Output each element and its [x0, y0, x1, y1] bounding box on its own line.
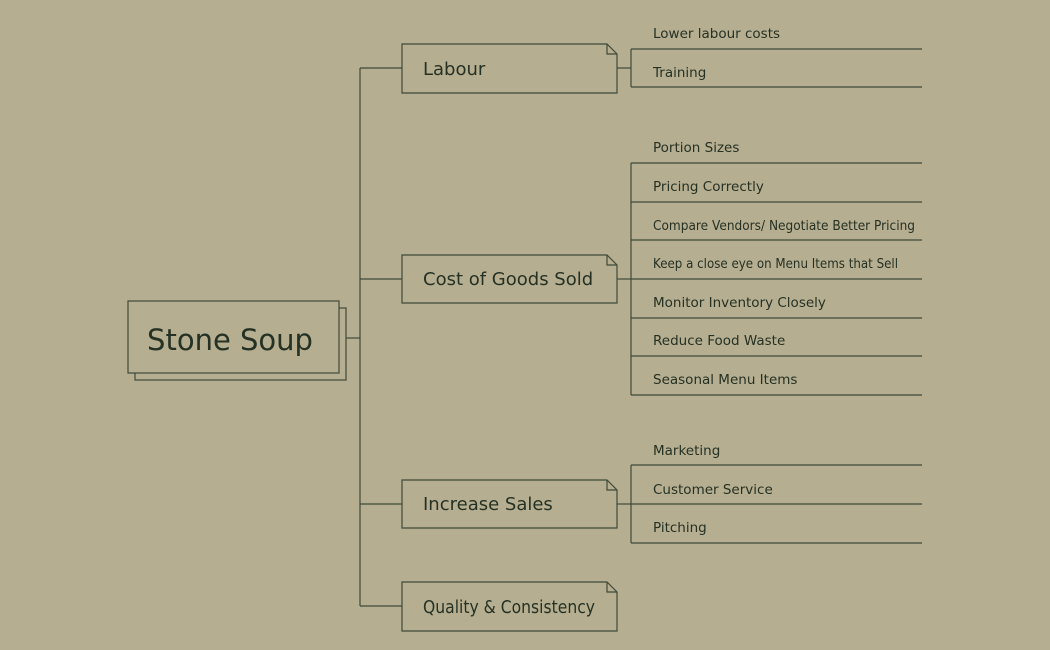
branch-node-increase-sales[interactable]: Increase Sales	[401, 479, 618, 529]
branch-node-quality-consistency[interactable]: Quality & Consistency	[401, 581, 618, 632]
root-node[interactable]: Stone Soup	[127, 300, 347, 381]
branch-label: Increase Sales	[423, 494, 553, 515]
folded-corner	[606, 480, 617, 491]
branch-card	[401, 581, 618, 632]
leaves-increase-sales: Marketing Customer Service Pitching	[617, 443, 922, 544]
branch-card	[401, 479, 618, 529]
folded-corner	[606, 582, 617, 593]
branch-node-cost-of-goods-sold[interactable]: Cost of Goods Sold	[401, 254, 618, 304]
folded-corner	[606, 255, 617, 266]
leaves-labour: Lower labour costs Training	[617, 26, 922, 88]
leaf-item[interactable]: Portion Sizes	[653, 140, 739, 156]
branch-node-labour[interactable]: Labour	[401, 43, 618, 94]
folded-corner	[606, 44, 617, 55]
leaves-cost-of-goods-sold: Portion Sizes Pricing Correctly Compare …	[617, 140, 922, 396]
leaf-item[interactable]: Compare Vendors/ Negotiate Better Pricin…	[653, 218, 915, 234]
branch-card	[401, 254, 618, 304]
branch-label: Labour	[423, 59, 486, 80]
branch-label: Quality & Consistency	[423, 597, 595, 618]
leaf-item[interactable]: Training	[652, 65, 706, 81]
root-node-card	[127, 300, 340, 374]
branch-label: Cost of Goods Sold	[423, 269, 593, 290]
leaf-item[interactable]: Pitching	[653, 520, 707, 536]
leaf-item[interactable]: Marketing	[653, 443, 720, 459]
leaf-item[interactable]: Lower labour costs	[653, 26, 780, 42]
leaf-item[interactable]: Monitor Inventory Closely	[653, 295, 826, 311]
leaf-item[interactable]: Keep a close eye on Menu Items that Sell	[653, 256, 898, 272]
leaf-item[interactable]: Seasonal Menu Items	[653, 372, 797, 388]
branch-card	[401, 43, 618, 94]
leaf-item[interactable]: Reduce Food Waste	[653, 333, 785, 349]
trunk-connectors	[346, 67, 402, 607]
leaf-item[interactable]: Pricing Correctly	[653, 179, 764, 195]
leaf-item[interactable]: Customer Service	[653, 482, 773, 498]
root-label: Stone Soup	[147, 323, 313, 357]
